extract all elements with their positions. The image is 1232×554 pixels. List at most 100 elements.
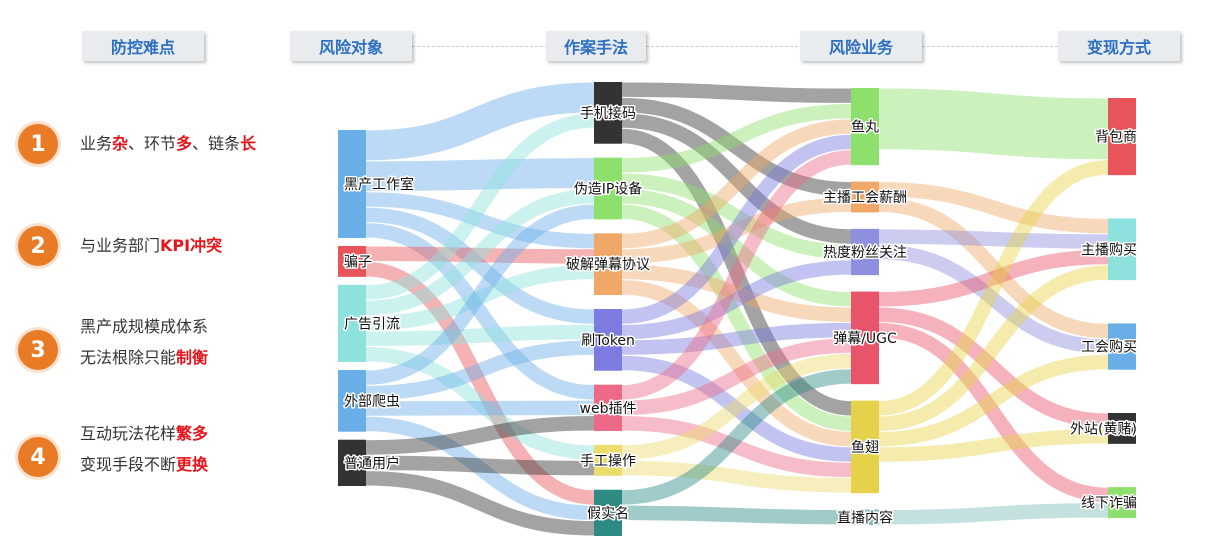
node-jiashi	[594, 489, 622, 536]
flow-link-heichan-web	[365, 223, 595, 400]
flow-link-shougong-yuchi	[621, 460, 852, 493]
flow-link-putong-jiashi	[365, 471, 595, 536]
node-label-shougong: 手工操作	[580, 453, 636, 469]
sankey-labels: 黑产工作室骗子广告引流外部爬虫普通用户手机接码伪造IP设备破解弹幕协议刷Toke…	[343, 103, 1139, 527]
node-label-gonghui: 工会购买	[1081, 340, 1137, 356]
node-waizhan	[1108, 413, 1136, 444]
header-difficulties: 防控难点	[82, 31, 204, 61]
flow-link-weizao-redu	[621, 173, 852, 260]
flow-link-shouji-yuwan	[621, 82, 852, 103]
flow-link-guanggao-shougong	[365, 347, 595, 460]
difficulty-text: 互动玩法花样繁多变现手段不断更换	[80, 418, 208, 480]
flow-link-pojie-yuwan	[621, 119, 852, 249]
flow-link-paichong-web	[365, 400, 595, 416]
flow-link-web-danmu	[621, 338, 852, 416]
flow-link-danmu-zhubogoumai	[878, 249, 1109, 307]
difficulty-text: 业务杂、环节多、链条长	[80, 128, 256, 159]
node-label-yuchi: 鱼翅	[851, 439, 879, 456]
node-label-danmu: 弹幕/UGC	[833, 331, 897, 347]
sankey-links	[365, 82, 1109, 536]
node-label-pianzi: 骗子	[344, 254, 372, 270]
node-label-heichan: 黑产工作室	[344, 176, 414, 193]
node-danmu	[851, 291, 879, 385]
flow-link-yuchi-gonghui	[878, 354, 1109, 447]
node-label-shouji: 手机接码	[580, 105, 636, 122]
flow-link-paichong-weizao	[365, 204, 595, 385]
flow-link-zhubo-gonghui	[878, 197, 1109, 339]
flow-link-zhibo-xianxia	[878, 503, 1109, 525]
node-label-jiashi: 假实名	[587, 506, 629, 522]
difficulty-segment: 互动玩法花样	[80, 424, 177, 443]
difficulty-segment: 无法根除只能	[80, 348, 177, 367]
flow-link-yuchi-beibao	[878, 160, 1109, 416]
node-yuwan	[851, 88, 879, 166]
header-connector	[646, 46, 798, 47]
flow-link-weizao-danmu	[621, 189, 852, 307]
flow-link-shougong-danmu	[621, 353, 852, 460]
difficulty-segment: 黑产成规模成体系	[80, 317, 209, 336]
difficulty-number-badge: 4	[18, 437, 58, 477]
flow-link-paichong-token	[365, 340, 595, 401]
node-heichan	[338, 130, 366, 238]
flow-link-pianzi-jiashi	[365, 261, 595, 505]
header-risk-business: 风险业务	[800, 31, 922, 61]
node-label-redu: 热度粉丝关注	[823, 245, 907, 261]
node-web	[594, 384, 622, 431]
flow-link-token-danmu	[621, 322, 852, 355]
header-connector	[922, 46, 1058, 47]
node-label-token: 刷Token	[581, 333, 635, 349]
flow-link-danmu-xianxia	[878, 322, 1109, 503]
node-label-zhubogoumai: 主播购买	[1081, 242, 1137, 258]
difficulty-segment: 、环节	[128, 134, 177, 153]
flow-link-heichan-shouji	[365, 82, 595, 161]
difficulty-number-badge: 1	[18, 124, 58, 164]
difficulty-highlight: 制衡	[176, 348, 209, 367]
flow-link-putong-shougong	[365, 455, 595, 476]
difficulty-segment: 业务	[80, 134, 113, 153]
difficulty-highlight: 繁多	[176, 424, 209, 443]
flow-link-pojie-zhubo	[621, 197, 852, 264]
flow-link-token-redu	[621, 260, 852, 340]
flow-link-heichan-pojie	[365, 192, 595, 249]
node-label-guanggao: 广告引流	[344, 316, 400, 332]
flow-link-yuchi-zhubogoumai	[878, 265, 1109, 431]
flow-link-pojie-yuchi	[621, 280, 852, 447]
flow-link-heichan-token	[365, 207, 595, 324]
flow-link-paichong-jiashi	[365, 416, 595, 521]
difficulty-highlight: 多	[176, 134, 193, 153]
difficulty-highlight: 长	[240, 134, 257, 153]
node-label-weizao: 伪造IP设备	[574, 181, 643, 198]
flow-link-shouji-zhubo	[621, 97, 852, 197]
node-zhubogoumai	[1108, 218, 1136, 281]
flow-link-web-yuwan	[621, 150, 852, 400]
node-guanggao	[338, 284, 366, 362]
flow-link-guanggao-token	[365, 324, 595, 347]
flow-link-yuwan-beibao	[878, 88, 1109, 160]
node-label-beibao: 背包商	[1095, 130, 1137, 146]
header-monetization: 变现方式	[1058, 31, 1180, 61]
node-shouji	[594, 82, 622, 144]
node-putong	[338, 439, 366, 486]
difficulty-segment: 变现手段不断	[80, 455, 177, 474]
node-beibao	[1108, 98, 1136, 176]
node-label-paichong: 外部爬虫	[344, 394, 400, 410]
node-xianxia	[1108, 487, 1136, 518]
node-redu	[851, 228, 879, 276]
sankey-nodes	[338, 82, 1136, 536]
flow-link-shouji-yuchi	[621, 128, 852, 416]
difficulty-text: 黑产成规模成体系无法根除只能制衡	[80, 311, 208, 373]
flow-link-heichan-weizao	[365, 158, 595, 192]
flow-link-guanggao-pojie	[365, 264, 595, 331]
difficulty-text: 与业务部门KPI冲突	[80, 230, 222, 261]
flow-link-shouji-redu	[621, 113, 852, 244]
flow-link-guanggao-weizao	[365, 189, 595, 316]
node-token	[594, 309, 622, 371]
node-label-pojie: 破解弹幕协议	[566, 257, 650, 273]
flow-link-web-yuchi	[621, 416, 852, 478]
flow-link-danmu-waizhan	[878, 307, 1109, 428]
node-label-web: web插件	[580, 401, 637, 417]
node-shougong	[594, 444, 622, 476]
flow-link-pojie-danmu	[621, 264, 852, 322]
